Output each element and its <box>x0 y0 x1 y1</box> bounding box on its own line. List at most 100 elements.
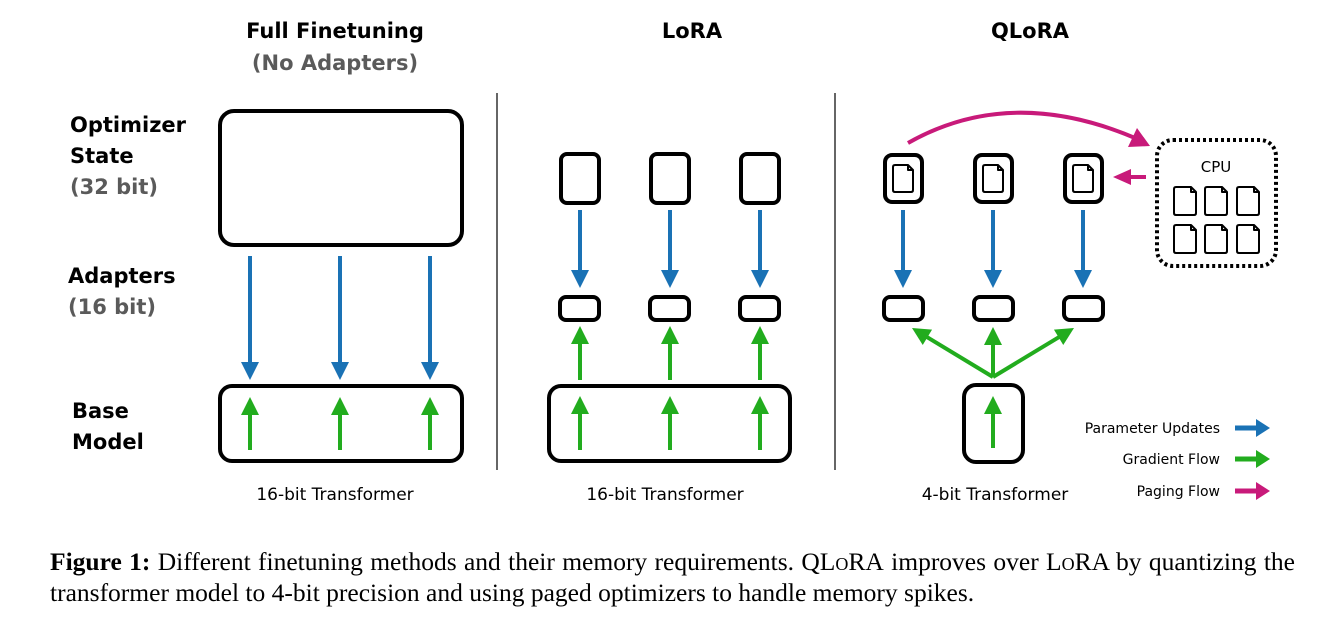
optimizer-state-box <box>218 109 464 247</box>
gradient-flow-arrow <box>751 396 769 450</box>
gradient-flow-arrow <box>984 327 1002 377</box>
parameter-update-arrow <box>421 256 439 380</box>
parameter-update-arrow-head <box>571 270 589 288</box>
page-icon <box>1072 164 1094 193</box>
gradient-flow-arrow <box>331 397 349 450</box>
parameter-update-arrow-head <box>984 270 1002 288</box>
adapter-box <box>648 295 691 322</box>
gradient-flow-arrow-head <box>571 396 589 414</box>
legend-arrow-parameter-update-head <box>1256 419 1270 437</box>
gradient-flow-arrow-shaft <box>925 335 995 379</box>
cpu-memory-box <box>1155 138 1278 268</box>
legend-arrow-gradient-flow-head <box>1256 450 1270 468</box>
base-model-label: 16-bit Transformer <box>256 485 413 505</box>
cpu-page-icon <box>1236 224 1260 254</box>
legend-label: Parameter Updates <box>1085 421 1220 437</box>
gradient-flow-arrow <box>571 396 589 450</box>
row-label-base: Base <box>72 399 129 423</box>
parameter-update-arrow <box>751 210 769 288</box>
gradient-flow-arrow-head <box>241 397 259 415</box>
parameter-update-arrow <box>984 210 1002 288</box>
column-subtitle-no-adapters: (No Adapters) <box>252 51 418 75</box>
cpu-page-icon <box>1173 186 1197 216</box>
gradient-flow-arrow <box>661 326 679 380</box>
caption-text: RA by quantizing the transformer model t… <box>50 547 1295 607</box>
legend-arrow-parameter-update <box>1235 419 1270 437</box>
paging-flow-arrow-to-cpu <box>907 110 1136 145</box>
legend-arrow-gradient-flow <box>1235 450 1270 468</box>
gradient-flow-arrow-head <box>331 397 349 415</box>
base-model-label: 4-bit Transformer <box>922 485 1069 505</box>
paging-arrowhead <box>1128 128 1150 147</box>
parameter-update-arrow <box>1074 210 1092 288</box>
gradient-flow-arrow-head <box>751 326 769 344</box>
caption-smallcaps: LoRA <box>819 547 884 576</box>
finetuning-diagram: Optimizer State (32 bit) Adapters (16 bi… <box>68 19 1278 505</box>
gradient-flow-arrow-shaft <box>991 335 1061 379</box>
caption-text: improves over L <box>883 547 1062 576</box>
gradient-flow-arrow <box>661 396 679 450</box>
gradient-flow-arrow-head <box>661 396 679 414</box>
optimizer-state-box <box>739 152 781 205</box>
gradient-flow-arrow <box>571 326 589 380</box>
base-model-label: 16-bit Transformer <box>586 485 743 505</box>
parameter-update-arrow <box>571 210 589 288</box>
legend-arrow-paging-flow <box>1235 482 1270 500</box>
row-label-adapters: Adapters <box>68 264 176 288</box>
legend-label: Paging Flow <box>1137 484 1220 500</box>
gradient-flow-arrow <box>984 396 1002 448</box>
parameter-update-arrow-head <box>751 270 769 288</box>
adapter-box <box>738 295 781 322</box>
parameter-update-arrow <box>241 256 259 380</box>
gradient-flow-arrow <box>421 397 439 450</box>
caption-smallcaps: o <box>1061 547 1075 576</box>
parameter-update-arrow <box>331 256 349 380</box>
row-label-optimizer: Optimizer <box>70 113 187 137</box>
gradient-flow-arrow <box>241 397 259 450</box>
gradient-flow-arrow <box>991 328 1074 379</box>
parameter-update-arrow-head <box>661 270 679 288</box>
page-icon <box>982 164 1004 193</box>
parameter-update-arrow-head <box>1074 270 1092 288</box>
gradient-flow-arrow-head <box>912 328 933 346</box>
cpu-page-icon <box>1173 224 1197 254</box>
row-label-optimizer-bits: (32 bit) <box>70 175 158 199</box>
paging-arrowhead <box>1113 169 1131 185</box>
legend-arrow-paging-flow-head <box>1256 482 1270 500</box>
optimizer-state-box <box>559 152 601 205</box>
parameter-update-arrow <box>894 210 912 288</box>
gradient-flow-arrow-head <box>984 396 1002 414</box>
gradient-flow-arrow-head <box>571 326 589 344</box>
adapter-box <box>1062 295 1105 322</box>
page-icon <box>892 164 914 193</box>
adapter-box <box>972 295 1015 322</box>
row-label-adapters-bits: (16 bit) <box>68 295 156 319</box>
gradient-flow-arrow-head <box>1053 328 1074 346</box>
row-label-state: State <box>70 144 134 168</box>
figure-caption: Figure 1: Different finetuning methods a… <box>50 546 1295 608</box>
cpu-page-icon <box>1204 224 1228 254</box>
gradient-flow-arrow <box>751 326 769 380</box>
parameter-update-arrow <box>661 210 679 288</box>
parameter-update-arrow-head <box>421 362 439 380</box>
cpu-label: CPU <box>1201 158 1232 176</box>
legend-label: Gradient Flow <box>1123 452 1220 468</box>
parameter-update-arrow-head <box>331 362 349 380</box>
adapter-box <box>882 295 925 322</box>
column-title-full-finetuning: Full Finetuning <box>246 19 424 43</box>
column-title-qlora: QLoRA <box>991 19 1070 43</box>
gradient-flow-arrow-head <box>984 327 1002 345</box>
row-label-model: Model <box>72 430 144 454</box>
cpu-page-icon <box>1204 186 1228 216</box>
gradient-flow-arrow <box>912 328 995 379</box>
column-title-lora: LoRA <box>662 19 723 43</box>
caption-text: Different finetuning methods and their m… <box>150 547 820 576</box>
gradient-flow-arrow-head <box>661 326 679 344</box>
cpu-page-icon <box>1236 186 1260 216</box>
gradient-flow-arrow-head <box>751 396 769 414</box>
parameter-update-arrow-head <box>894 270 912 288</box>
caption-label: Figure 1: <box>50 547 151 576</box>
gradient-flow-arrow-head <box>421 397 439 415</box>
parameter-update-arrow-head <box>241 362 259 380</box>
